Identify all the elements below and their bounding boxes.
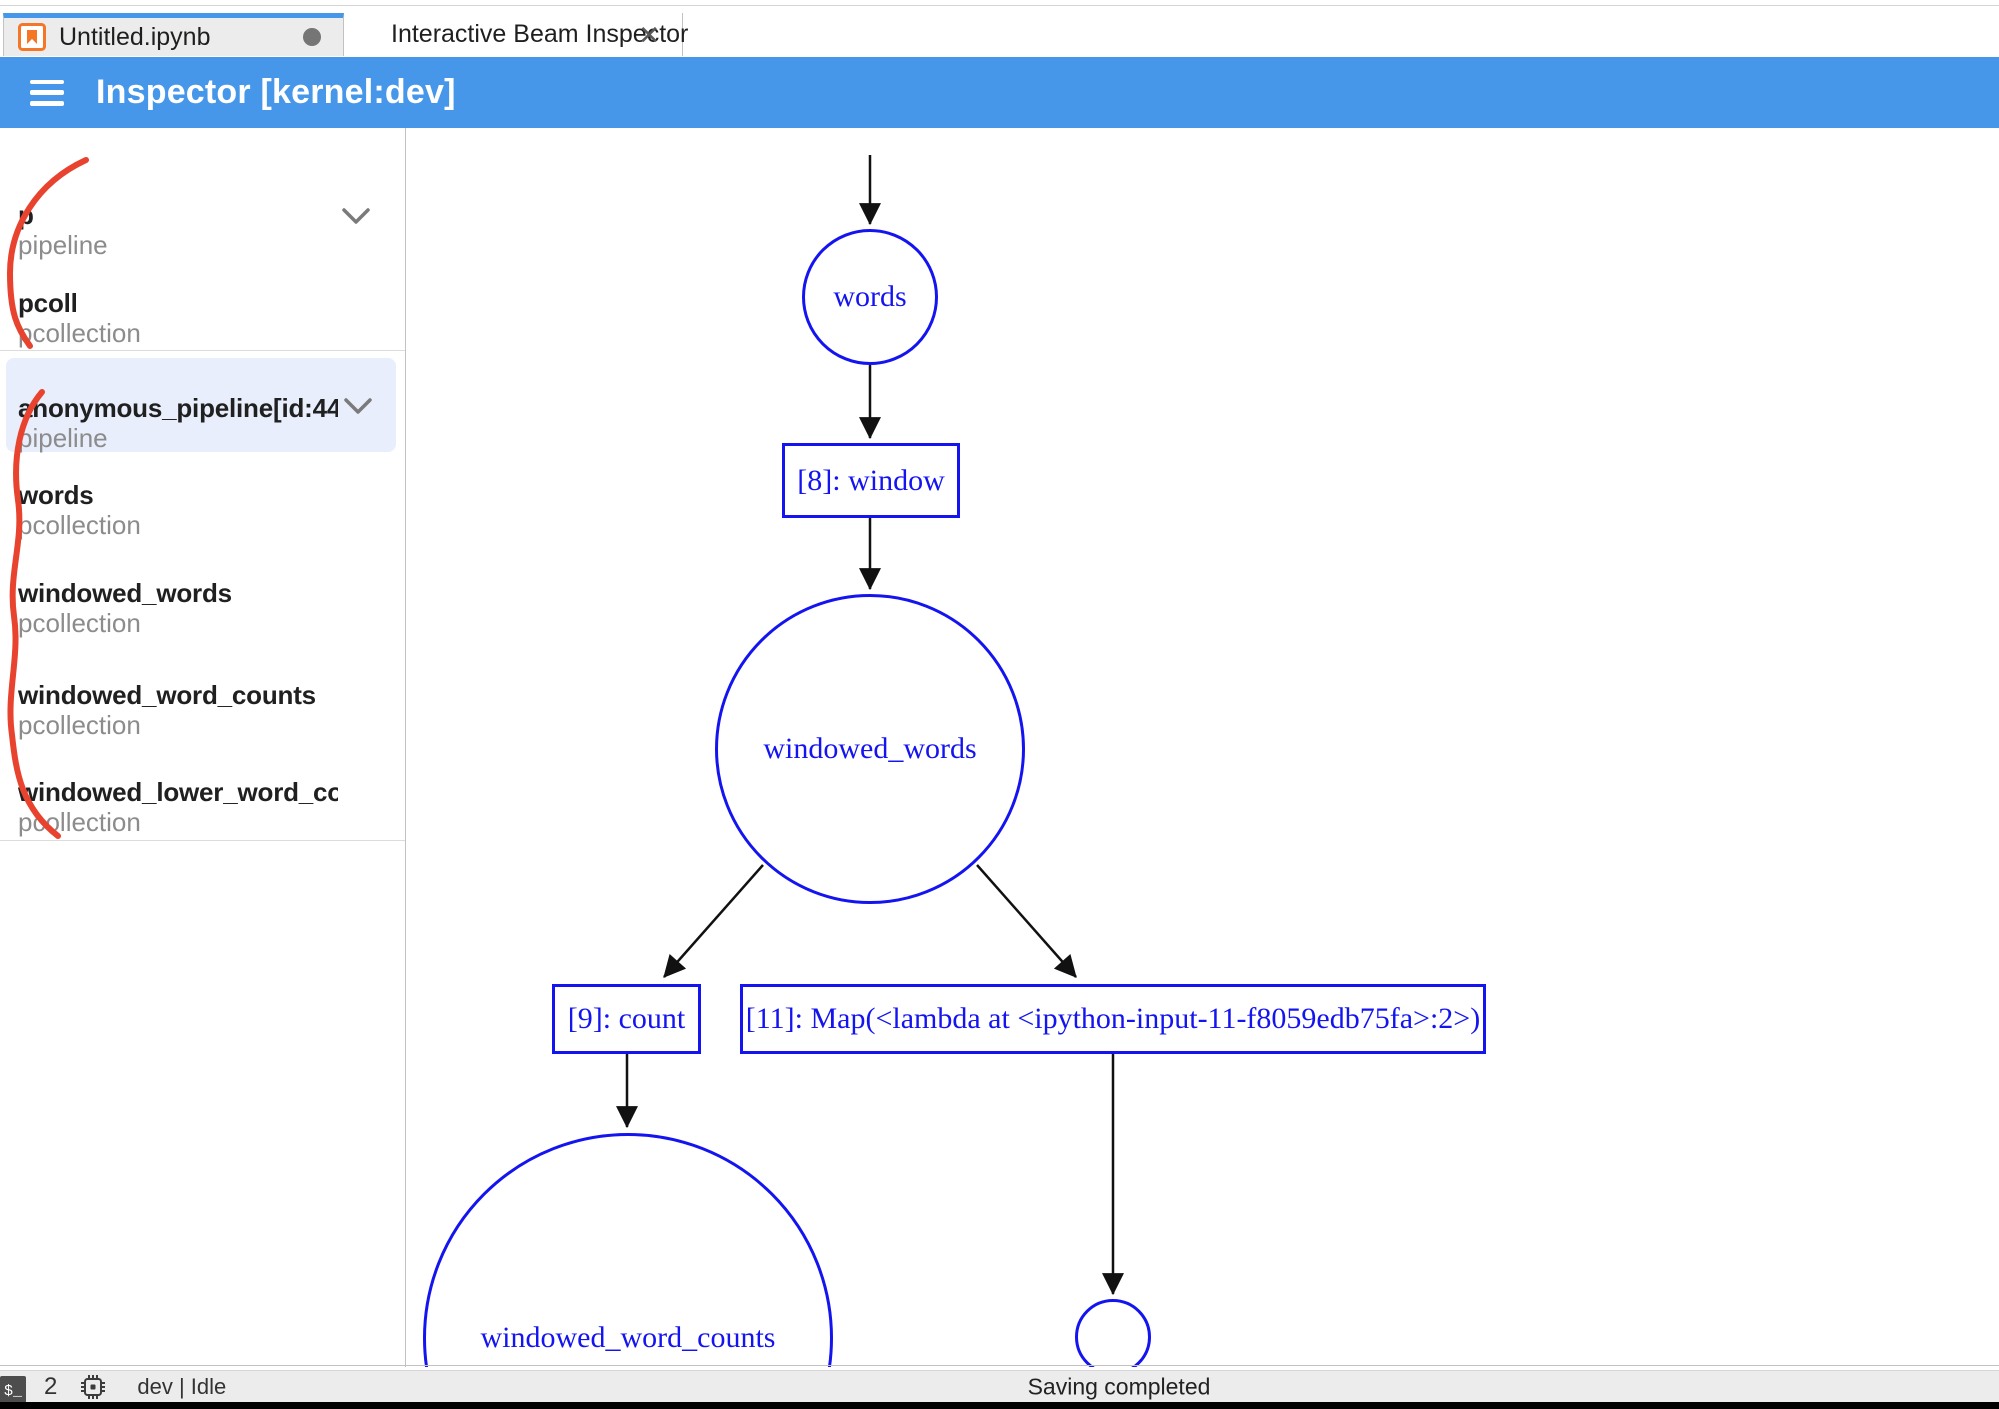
item-name: windowed_words [18, 578, 232, 608]
item-name: p [18, 200, 34, 230]
page-title: Inspector [kernel:dev] [96, 73, 456, 111]
chevron-down-icon[interactable] [338, 204, 374, 228]
item-name: anonymous_pipeline[id:44516… [18, 393, 338, 423]
notebook-icon [18, 23, 46, 51]
tab-untitled-notebook[interactable]: Untitled.ipynb [3, 13, 344, 56]
item-type: pcollection [18, 608, 141, 638]
tab-label: Untitled.ipynb [59, 22, 211, 51]
node-label: windowed_word_counts [480, 1321, 776, 1354]
node-count-transform[interactable]: [9]: count [552, 984, 701, 1054]
item-type: pipeline [18, 230, 108, 260]
unsaved-dot-indicator [303, 28, 321, 46]
sidebar-item-pcoll[interactable]: pcoll pcollection [18, 288, 338, 348]
sidebar-item-windowed-lower-word-counts[interactable]: windowed_lower_word_counts pcollection [18, 777, 338, 837]
terminal-icon[interactable]: $_ [0, 1376, 26, 1406]
selected-row-highlight [6, 358, 396, 452]
sidebar-item-windowed-word-counts[interactable]: windowed_word_counts pcollection [18, 680, 338, 740]
node-words[interactable]: words [802, 229, 938, 365]
item-type: pcollection [18, 510, 141, 540]
section-divider [0, 840, 405, 841]
pipeline-graph-panel: words [8]: window windowed_words [9]: co… [406, 128, 1999, 1367]
pipeline-sidebar: p pipeline pcoll pcollection anonymous_p… [0, 128, 406, 1367]
item-name: pcoll [18, 288, 78, 318]
bottom-black-strip [0, 1402, 1999, 1409]
top-hairline [0, 5, 1999, 6]
node-windowed-words[interactable]: windowed_words [715, 594, 1025, 904]
status-bar: $_ 2 dev | Idle Saving completed [0, 1370, 1999, 1406]
item-type: pcollection [18, 710, 141, 740]
item-name: windowed_lower_word_counts [18, 777, 338, 807]
graph-edges [616, 155, 1124, 1296]
sidebar-item-p[interactable]: p pipeline [18, 200, 338, 260]
item-name: words [18, 480, 94, 510]
item-name: windowed_word_counts [18, 680, 316, 710]
kernel-chip-icon[interactable] [79, 1373, 107, 1401]
item-type: pipeline [18, 423, 108, 453]
tab-label: Interactive Beam Inspector [391, 20, 689, 48]
node-label: windowed_words [763, 732, 977, 765]
content-bottom-border [0, 1365, 1999, 1366]
tab-bar: Untitled.ipynb Interactive Beam Inspecto… [0, 0, 1999, 57]
kernel-count[interactable]: 2 [44, 1373, 58, 1400]
close-icon[interactable]: ✕ [638, 19, 660, 50]
node-unnamed-pcollection[interactable] [1075, 1299, 1151, 1367]
tab-interactive-beam-inspector[interactable]: Interactive Beam Inspector ✕ [345, 13, 688, 56]
node-label: [11]: Map(<lambda at <ipython-input-11-f… [745, 1002, 1481, 1035]
node-label: [9]: count [567, 1002, 686, 1035]
section-divider [0, 350, 405, 351]
node-label: [8]: window [797, 463, 945, 497]
node-label: words [833, 280, 907, 313]
item-type: pcollection [18, 807, 141, 837]
sidebar-item-anonymous-pipeline[interactable]: anonymous_pipeline[id:44516… pipeline [18, 393, 338, 453]
hamburger-menu-icon[interactable] [30, 79, 64, 106]
inspector-header: Inspector [kernel:dev] [0, 57, 1999, 128]
chevron-down-icon[interactable] [340, 394, 376, 418]
kernel-status[interactable]: dev | Idle [137, 1374, 227, 1399]
sidebar-item-windowed-words[interactable]: windowed_words pcollection [18, 578, 338, 638]
item-type: pcollection [18, 318, 141, 348]
node-window-transform[interactable]: [8]: window [782, 443, 960, 518]
sidebar-item-words[interactable]: words pcollection [18, 480, 338, 540]
status-message: Saving completed [1027, 1373, 1211, 1399]
node-map-transform[interactable]: [11]: Map(<lambda at <ipython-input-11-f… [740, 984, 1486, 1054]
